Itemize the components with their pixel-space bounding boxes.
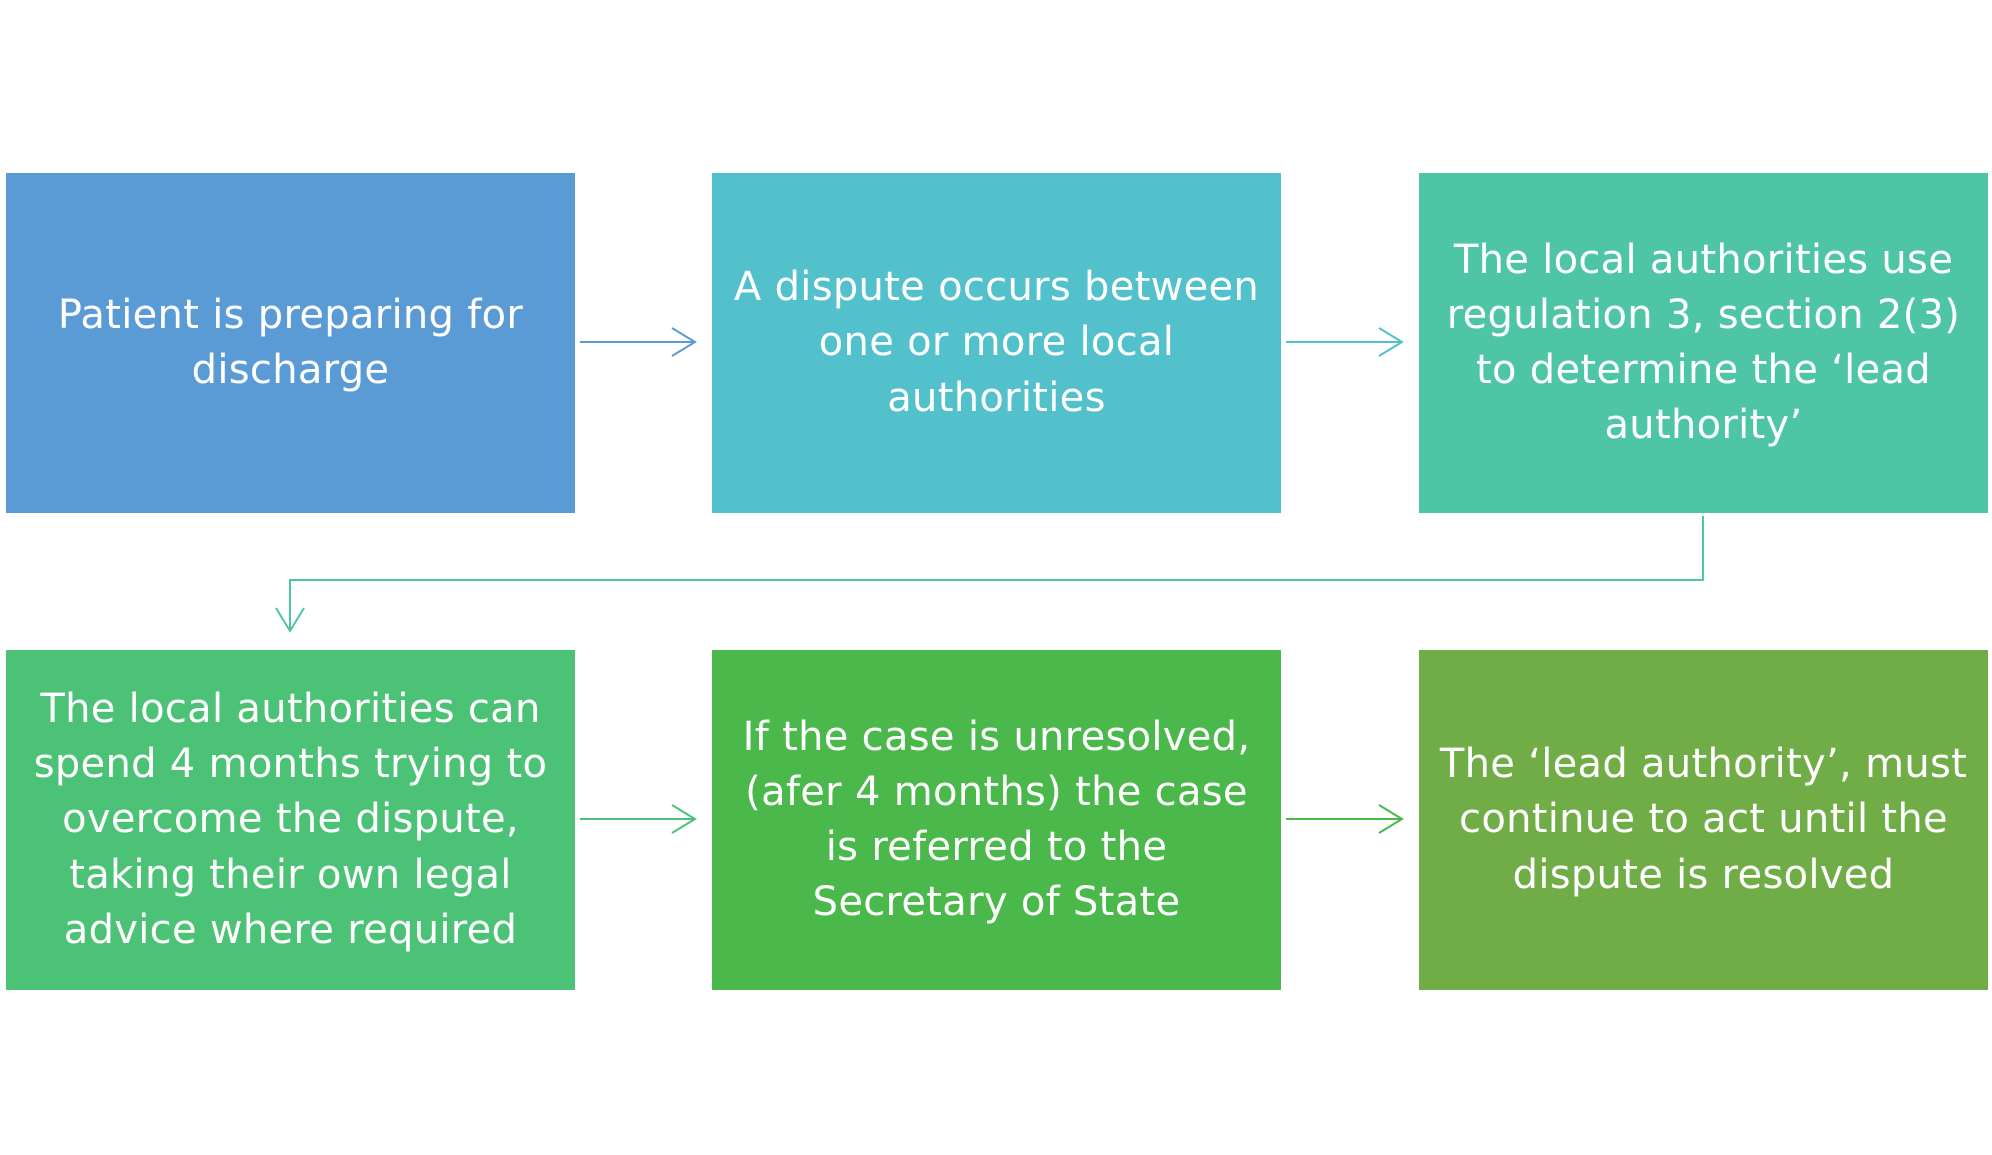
arrow-step-4-to-5 bbox=[580, 804, 697, 834]
step-5-box: If the case is unresolved, (afer 4 month… bbox=[712, 650, 1281, 990]
step-4-box: The local authorities can spend 4 months… bbox=[6, 650, 575, 990]
step-1-text: Patient is preparing for discharge bbox=[57, 291, 524, 393]
step-1-box: Patient is preparing for discharge bbox=[6, 173, 575, 513]
step-3-box: The local authorities use regulation 3, … bbox=[1419, 173, 1988, 513]
step-4-text: The local authorities can spend 4 months… bbox=[33, 686, 548, 953]
step-5-text: If the case is unresolved, (afer 4 month… bbox=[742, 713, 1251, 926]
arrow-step-3-to-4 bbox=[275, 516, 1704, 633]
step-6-text: The ‘lead authority’, must continue to a… bbox=[1439, 741, 1968, 898]
step-2-box: A dispute occurs between one or more loc… bbox=[712, 173, 1281, 513]
arrow-step-5-to-6 bbox=[1286, 804, 1404, 834]
step-6-box: The ‘lead authority’, must continue to a… bbox=[1419, 650, 1988, 990]
step-2-text: A dispute occurs between one or more loc… bbox=[733, 264, 1260, 421]
step-3-text: The local authorities use regulation 3, … bbox=[1446, 236, 1961, 449]
arrow-step-2-to-3 bbox=[1286, 327, 1404, 357]
arrow-step-1-to-2 bbox=[580, 327, 697, 357]
